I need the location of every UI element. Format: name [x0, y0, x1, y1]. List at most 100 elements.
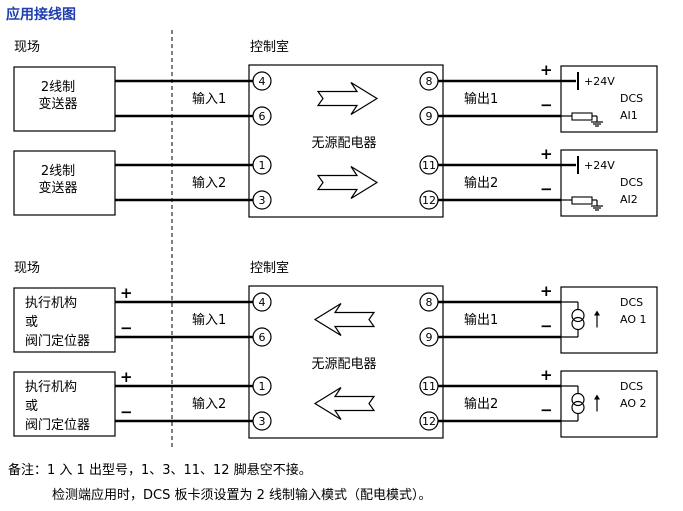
pin-number: 8 [426, 296, 433, 309]
signal-arrow-right [316, 81, 379, 116]
field-device-box [13, 66, 116, 132]
pin-number: 4 [259, 296, 266, 309]
field-label: 现场 [14, 40, 40, 55]
output-minus-sign: − [540, 96, 553, 114]
pin-number: 9 [426, 331, 433, 344]
output-label: 输出1 [464, 312, 498, 328]
field-device-line: 阀门定位器 [25, 418, 90, 433]
note-line-1: 备注：1 入 1 出型号，1、3、11、12 脚悬空不接。 [8, 462, 312, 478]
field-minus-sign: − [120, 403, 133, 421]
field-device-line: 变送器 [38, 96, 77, 112]
output-minus-sign: − [540, 401, 553, 419]
dcs-box [560, 286, 658, 354]
output-label: 输出1 [464, 91, 498, 107]
resistor [571, 112, 593, 121]
supply-voltage-label: +24V [584, 159, 615, 172]
current-source-icon [571, 316, 585, 331]
field-device-line: 或 [25, 399, 38, 414]
signal-arrow-left [313, 302, 376, 337]
supply-voltage-label: +24V [584, 75, 615, 88]
pin-number: 4 [259, 75, 266, 88]
dcs-channel: AI2 [620, 193, 638, 206]
current-source-icon [571, 392, 585, 407]
output-plus-sign: + [540, 282, 553, 300]
relay-label: 无源配电器 [311, 357, 376, 372]
signal-arrow-left [313, 386, 376, 421]
field-device-line: 执行机构 [25, 296, 77, 311]
current-direction-arrowhead [594, 394, 600, 400]
resistor [571, 196, 593, 205]
output-label: 输出2 [464, 175, 498, 191]
pin-number: 11 [422, 159, 436, 172]
pin-number: 12 [422, 415, 436, 428]
dcs-name: DCS [620, 92, 643, 105]
field-plus-sign: + [120, 368, 133, 386]
output-minus-sign: − [540, 317, 553, 335]
field-plus-sign: + [120, 284, 133, 302]
field-minus-sign: − [120, 319, 133, 337]
control-room-label: 控制室 [250, 39, 289, 55]
current-direction-arrowhead [594, 310, 600, 316]
dcs-channel: AI1 [620, 109, 638, 122]
pin-number: 3 [259, 194, 266, 207]
field-device-box [13, 371, 116, 437]
dcs-name: DCS [620, 296, 643, 309]
page-title: 应用接线图 [6, 6, 76, 23]
pin-number: 1 [259, 380, 266, 393]
pin-number: 3 [259, 415, 266, 428]
relay-box [248, 285, 444, 439]
pin-terminal [252, 71, 272, 91]
relay-label: 无源配电器 [311, 136, 376, 151]
field-device-line: 阀门定位器 [25, 334, 90, 349]
control-room-label: 控制室 [250, 260, 289, 276]
input-label: 输入1 [192, 312, 226, 328]
output-minus-sign: − [540, 180, 553, 198]
pin-number: 12 [422, 194, 436, 207]
field-device-box [13, 150, 116, 216]
output-plus-sign: + [540, 366, 553, 384]
pin-number: 9 [426, 110, 433, 123]
field-device-line: 2线制 [41, 164, 75, 179]
field-device-box [13, 287, 116, 353]
dcs-channel: AO 1 [620, 313, 647, 326]
pin-number: 1 [259, 159, 266, 172]
current-source-icon [571, 308, 585, 323]
pin-number: 6 [259, 331, 266, 344]
field-device-line: 变送器 [38, 180, 77, 196]
pin-terminal [252, 411, 272, 431]
output-label: 输出2 [464, 396, 498, 412]
output-plus-sign: + [540, 145, 553, 163]
field-label: 现场 [14, 261, 40, 276]
pin-terminal [252, 327, 272, 347]
dcs-name: DCS [620, 380, 643, 393]
relay-box [248, 64, 444, 218]
dcs-name: DCS [620, 176, 643, 189]
note-line-2: 检测端应用时，DCS 板卡须设置为 2 线制输入模式（配电模式）。 [52, 487, 432, 503]
pin-terminal [252, 292, 272, 312]
pin-terminal [252, 155, 272, 175]
dcs-channel: AO 2 [620, 397, 647, 410]
dcs-box [560, 370, 658, 438]
pin-terminal [252, 106, 272, 126]
pin-number: 11 [422, 380, 436, 393]
pin-terminal [252, 190, 272, 210]
input-label: 输入2 [192, 175, 226, 191]
current-source-icon [571, 400, 585, 415]
pin-terminal [252, 376, 272, 396]
output-plus-sign: + [540, 61, 553, 79]
section-2: 现场控制室无源配电器执行机构或阀门定位器+−输入14689输出1+−DCSAO … [13, 260, 658, 439]
input-label: 输入1 [192, 91, 226, 107]
field-device-line: 执行机构 [25, 380, 77, 395]
pin-number: 8 [426, 75, 433, 88]
field-device-line: 2线制 [41, 80, 75, 95]
pin-number: 6 [259, 110, 266, 123]
section-1: 现场控制室无源配电器2线制变送器输入14689输出1+−+24VDCSAI12线… [13, 39, 658, 218]
field-device-line: 或 [25, 315, 38, 330]
input-label: 输入2 [192, 396, 226, 412]
signal-arrow-right [316, 165, 379, 200]
